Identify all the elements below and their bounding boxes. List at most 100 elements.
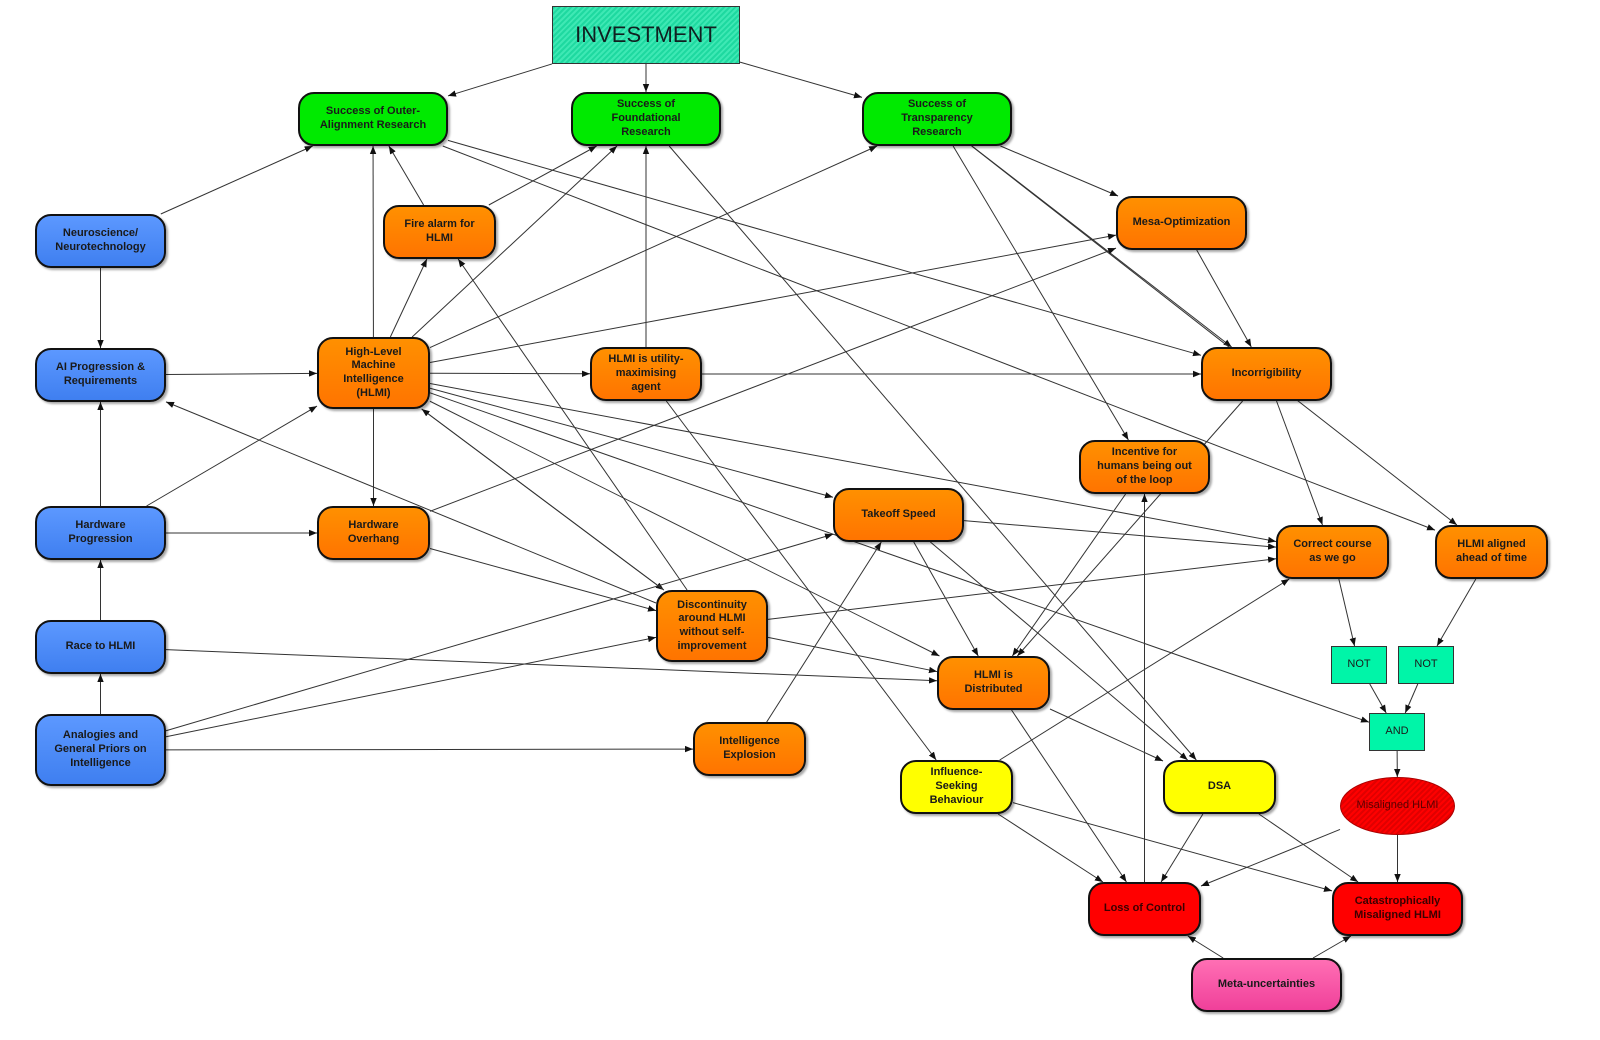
node-overhang[interactable]: Hardware Overhang (317, 506, 430, 560)
node-incentive[interactable]: Incentive for humans being out of the lo… (1079, 440, 1210, 494)
node-label: Influence- Seeking Behaviour (929, 766, 984, 806)
edge-hlmi-to-transparency (429, 145, 878, 348)
node-label: Loss of Control (1103, 902, 1186, 915)
edge-transparency-to-mesa (1000, 145, 1119, 197)
edge-incentive-to-distributed (1011, 493, 1127, 657)
node-neuro[interactable]: Neuroscience/ Neurotechnology (35, 214, 166, 268)
node-hwprog[interactable]: Hardware Progression (35, 506, 166, 560)
edge-neuro-to-outer (160, 145, 313, 215)
node-influence[interactable]: Influence- Seeking Behaviour (900, 760, 1013, 814)
node-label: NOT (1347, 658, 1371, 671)
node-label: AND (1385, 725, 1409, 738)
node-outer[interactable]: Success of Outer- Alignment Research (298, 92, 448, 146)
node-label: Success of Transparency Research (901, 98, 973, 138)
edge-transparency-to-incentive (952, 145, 1129, 441)
edge-hlmi-to-fire (389, 258, 428, 338)
node-label: Fire alarm for HLMI (404, 218, 475, 244)
edge-hlmi-to-mesa (429, 233, 1117, 364)
node-incorr[interactable]: Incorrigibility (1201, 347, 1332, 401)
edge-dsa-to-loss (1160, 813, 1204, 883)
edge-discont-to-fire (457, 258, 688, 591)
edge-influence-to-correct (999, 578, 1290, 761)
edge-dsa-to-catastrophic (1258, 813, 1359, 883)
edge-overhang-to-discont (429, 548, 657, 612)
edge-influence-to-loss (997, 813, 1104, 883)
edge-not1-to-and (1369, 683, 1387, 714)
edge-race-to-distributed (165, 649, 938, 684)
edge-takeoff-to-distributed (913, 541, 979, 657)
node-label: Success of Foundational Research (611, 98, 681, 138)
edge-influence-to-catastrophic (1012, 802, 1333, 892)
node-label: Catastrophically Misaligned HLMI (1354, 895, 1441, 921)
edge-distributed-to-loss (1011, 709, 1127, 883)
edge-hlmi-to-distributed (429, 400, 940, 657)
node-label: Meta-uncertainties (1217, 978, 1316, 991)
node-aiprog[interactable]: AI Progression & Requirements (35, 348, 166, 402)
node-label: Hardware Overhang (347, 519, 400, 545)
node-label: Incorrigibility (1231, 367, 1302, 380)
node-transparency[interactable]: Success of Transparency Research (862, 92, 1012, 146)
node-analogies[interactable]: Analogies and General Priors on Intellig… (35, 714, 166, 786)
node-and[interactable]: AND (1369, 713, 1425, 751)
node-label: NOT (1414, 658, 1438, 671)
edge-hlmi-to-and (429, 392, 1370, 723)
node-label: Correct course as we go (1293, 538, 1372, 564)
node-not1[interactable]: NOT (1331, 646, 1387, 684)
node-label: Misaligned HLMI (1356, 799, 1439, 812)
node-label: AI Progression & Requirements (55, 361, 146, 387)
node-not2[interactable]: NOT (1398, 646, 1454, 684)
node-hlmi[interactable]: High-Level Machine Intelligence (HLMI) (317, 337, 430, 409)
node-label: DSA (1207, 780, 1232, 793)
node-misaligned[interactable]: Misaligned HLMI (1340, 777, 1455, 835)
node-dsa[interactable]: DSA (1163, 760, 1276, 814)
edge-mesa-to-incorr (1196, 249, 1252, 348)
edge-explosion-to-takeoff (766, 541, 882, 723)
edge-aligned-to-not2 (1436, 578, 1477, 647)
edge-hlmi-to-correct (429, 383, 1277, 544)
node-label: Race to HLMI (65, 640, 136, 653)
node-label: High-Level Machine Intelligence (HLMI) (343, 345, 404, 399)
edge-investment-to-transparency (739, 61, 863, 99)
node-meta[interactable]: Meta-uncertainties (1191, 958, 1342, 1012)
node-label: INVESTMENT (575, 22, 717, 48)
edge-outer-to-incorr (447, 139, 1202, 357)
node-catastrophic[interactable]: Catastrophically Misaligned HLMI (1332, 882, 1463, 936)
edge-transparency-to-aligned (971, 145, 1458, 526)
node-label: Neuroscience/ Neurotechnology (55, 227, 146, 253)
edge-fire-to-outer (388, 145, 425, 206)
edge-discont-to-hlmi (421, 408, 665, 591)
node-loss[interactable]: Loss of Control (1088, 882, 1201, 936)
edge-hwprog-to-hlmi (146, 405, 318, 507)
node-correct[interactable]: Correct course as we go (1276, 525, 1389, 579)
node-label: Incentive for humans being out of the lo… (1097, 446, 1192, 486)
node-distributed[interactable]: HLMI is Distributed (937, 656, 1050, 710)
edge-discont-to-aiprog (165, 401, 657, 604)
node-label: Mesa-Optimization (1132, 216, 1231, 229)
node-discont[interactable]: Discontinuity around HLMI without self- … (656, 590, 768, 662)
node-fire[interactable]: Fire alarm for HLMI (383, 205, 496, 259)
node-label: HLMI is Distributed (964, 669, 1023, 695)
node-label: Discontinuity around HLMI without self- … (677, 598, 747, 652)
edge-hlmi-to-takeoff (429, 387, 834, 499)
node-label: Success of Outer- Alignment Research (319, 105, 427, 131)
edge-discont-to-correct (767, 556, 1277, 620)
node-foundational[interactable]: Success of Foundational Research (571, 92, 721, 146)
node-takeoff[interactable]: Takeoff Speed (833, 488, 964, 542)
node-label: Hardware Progression (68, 519, 133, 545)
node-utility[interactable]: HLMI is utility- maximising agent (590, 347, 702, 401)
edge-analogies-to-takeoff (165, 533, 834, 732)
node-mesa[interactable]: Mesa-Optimization (1116, 196, 1247, 250)
edge-hlmi-to-foundational (411, 145, 618, 338)
edge-analogies-to-discont (165, 635, 657, 738)
edge-foundational-to-dsa (668, 145, 1197, 761)
node-race[interactable]: Race to HLMI (35, 620, 166, 674)
node-aligned[interactable]: HLMI aligned ahead of time (1435, 525, 1548, 579)
node-label: Takeoff Speed (861, 508, 936, 521)
edge-meta-to-catastrophic (1312, 935, 1352, 959)
node-explosion[interactable]: Intelligence Explosion (693, 722, 806, 776)
node-investment[interactable]: INVESTMENT (552, 6, 740, 64)
edge-aiprog-to-hlmi (165, 370, 318, 377)
edge-takeoff-to-dsa (930, 541, 1188, 761)
edge-discont-to-distributed (767, 636, 938, 674)
